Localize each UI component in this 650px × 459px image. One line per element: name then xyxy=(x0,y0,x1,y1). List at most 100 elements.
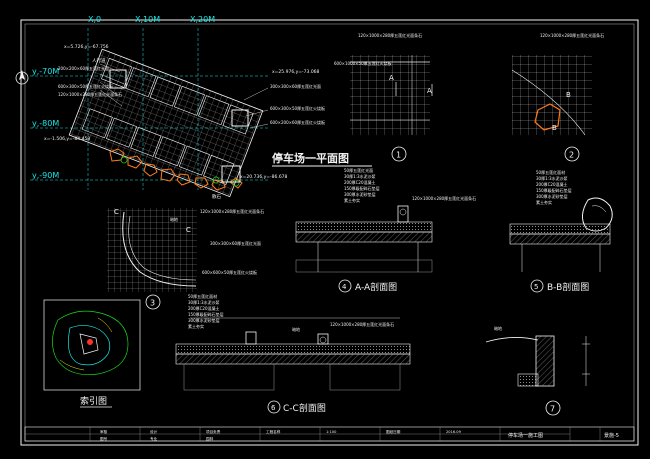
detail-note: 600×600×50厚五莲红火烧板 xyxy=(202,269,257,275)
stone-outline xyxy=(534,103,561,131)
section-title: C-C剖面图 xyxy=(283,402,326,414)
section-letter: C xyxy=(114,208,119,216)
svg-text:项目负责: 项目负责 xyxy=(206,429,221,434)
retaining-wall xyxy=(535,335,555,387)
plan-note: 120×1000×280厚五莲红光面条石 xyxy=(58,91,122,97)
detail-note: 120×1000×280厚五莲红光面条石 xyxy=(412,195,476,201)
svg-text:200厚C20混凝土: 200厚C20混凝土 xyxy=(536,181,568,187)
section-number-circle xyxy=(338,279,352,293)
index-map-title: 索引图 xyxy=(80,395,107,407)
sheet-frame xyxy=(20,19,639,446)
section-number-circle xyxy=(267,400,281,414)
detail-2: B B 120×1000×280厚五莲红光面条石 2 xyxy=(511,32,604,162)
svg-text:图纸日期: 图纸日期 xyxy=(386,429,401,434)
layer-notes: 50厚五莲红面材 30厚1:3水泥沙浆 200厚C20混凝土 150厚级配碎石垫… xyxy=(536,169,572,205)
section-letter: B xyxy=(566,91,571,99)
section-c-c: 50厚五莲红面材 30厚1:3水泥沙浆 200厚C20混凝土 150厚级配碎石垫… xyxy=(175,293,411,414)
svg-text:50厚五莲红光面: 50厚五莲红光面 xyxy=(344,167,373,173)
svg-text:150厚级配碎石垫层: 150厚级配碎石垫层 xyxy=(344,185,380,191)
svg-text:30厚1:3水泥沙浆: 30厚1:3水泥沙浆 xyxy=(536,175,568,181)
parking-stalls-row-top xyxy=(101,57,254,135)
detail-callout-box xyxy=(231,109,249,127)
parking-plan: X,0 X,10M X,20M y,-70M y,-80M y,-90M xyxy=(15,15,325,200)
coordinate-label: x=-1.506,y=-84.458 xyxy=(44,136,90,142)
section-number-circle xyxy=(530,279,544,293)
svg-text:300厚水泥砂垫层: 300厚水泥砂垫层 xyxy=(188,317,220,323)
detail-callout-box xyxy=(221,165,241,183)
layer-notes: 50厚五莲红面材 30厚1:3水泥沙浆 200厚C20混凝土 150厚级配碎石垫… xyxy=(188,293,224,329)
detail-note: 300×300×60厚五莲红光面 xyxy=(210,240,261,246)
section-letter: B xyxy=(552,124,557,132)
svg-text:园林: 园林 xyxy=(206,436,214,441)
svg-text:200厚C20混凝土: 200厚C20混凝土 xyxy=(344,179,376,185)
svg-text:50厚五莲红面材: 50厚五莲红面材 xyxy=(536,169,565,175)
svg-text:素土夯实: 素土夯实 xyxy=(188,323,204,329)
sheet-name: 停车场一施工图 xyxy=(508,432,543,439)
svg-text:图号: 图号 xyxy=(100,436,108,441)
axis-x-label: X,10M xyxy=(135,15,160,24)
detail-label: 暗地 xyxy=(292,326,300,332)
sheet-number: 景施-5 xyxy=(604,432,619,439)
section-letter: C xyxy=(186,226,191,234)
detail-note: 120×1000×280厚五莲红光面条石 xyxy=(200,208,264,214)
svg-text:设计: 设计 xyxy=(150,429,158,434)
detail-number: 1 xyxy=(396,151,401,160)
section-letter: A xyxy=(427,87,432,95)
coordinate-label: x=25.976,y=-73.068 xyxy=(272,69,320,75)
svg-text:50厚五莲红面材: 50厚五莲红面材 xyxy=(188,293,217,299)
detail-note: 120×1000×280厚五莲红光面条石 xyxy=(540,32,604,38)
svg-text:素土夯实: 素土夯实 xyxy=(344,197,360,203)
detail-number: 7 xyxy=(550,405,555,414)
detail-number-circle xyxy=(391,146,407,162)
curb-stone xyxy=(245,331,257,345)
north-arrow-icon xyxy=(15,70,29,85)
svg-text:150厚级配碎石垫层: 150厚级配碎石垫层 xyxy=(536,187,572,193)
svg-text:30厚1:3水泥沙浆: 30厚1:3水泥沙浆 xyxy=(188,299,220,305)
svg-text:300厚水泥砂垫层: 300厚水泥砂垫层 xyxy=(344,191,376,197)
plan-leader-lines xyxy=(99,63,269,129)
detail-note: 120×1000×280厚五莲红光面条石 xyxy=(330,321,394,327)
svg-text:200厚C20混凝土: 200厚C20混凝土 xyxy=(188,305,220,311)
detail-1: A A 120×1000×280厚五莲红光面条石 600×1000×50厚五莲红… xyxy=(334,32,433,162)
plaza-paving xyxy=(68,48,264,198)
axis-y-label: y,-90M xyxy=(32,171,59,180)
detail-label: 暗地 xyxy=(170,216,178,222)
detail-3: C C 暗地 120×1000×280厚五莲红光面条石 300×300×60厚五… xyxy=(107,208,264,310)
plan-note: 200×200×60厚五莲红光面 xyxy=(58,65,109,71)
title-block: 审核 设计 项目负责 工程名称 1:100 图纸日期 2016.09 图号 专业… xyxy=(24,426,635,442)
svg-text:工程名称: 工程名称 xyxy=(266,429,281,434)
plan-note: 600×300×50厚五莲红火烧板 xyxy=(58,83,113,89)
detail-note: 600×1000×50厚五莲红火烧板 xyxy=(334,60,392,66)
detail-number: 3 xyxy=(150,299,155,308)
plan-note: 600×200×60厚五莲红火烧板 xyxy=(270,119,325,125)
axis-y-label: y,-70M xyxy=(32,67,59,76)
detail-number-circle xyxy=(145,294,161,310)
detail-callout-box xyxy=(109,69,127,89)
section-number: 6 xyxy=(271,404,276,412)
svg-text:300厚水泥砂垫层: 300厚水泥砂垫层 xyxy=(536,193,568,199)
detail-number-circle xyxy=(545,400,561,416)
axis-y-label: y,-80M xyxy=(32,119,59,128)
index-map: 索引图 xyxy=(43,299,141,408)
boulder-outline xyxy=(582,197,613,232)
svg-text:150厚级配碎石垫层: 150厚级配碎石垫层 xyxy=(188,311,224,317)
detail-note: 120×1000×280厚五莲红光面条石 xyxy=(358,32,422,38)
section-number: 5 xyxy=(534,283,538,291)
plan-label: 散石 xyxy=(212,193,221,200)
section-a-a: 50厚五莲红光面 30厚1:3水泥沙浆 200厚C20混凝土 150厚级配碎石垫… xyxy=(295,167,476,293)
svg-text:审核: 审核 xyxy=(100,429,108,434)
location-marker-icon xyxy=(87,339,93,345)
section-number: 4 xyxy=(342,283,347,291)
axis-x-label: X,20M xyxy=(190,15,215,24)
layer-notes: 50厚五莲红光面 30厚1:3水泥沙浆 200厚C20混凝土 150厚级配碎石垫… xyxy=(344,167,380,203)
detail-number-circle xyxy=(564,146,580,162)
section-b-b: 50厚五莲红面材 30厚1:3水泥沙浆 200厚C20混凝土 150厚级配碎石垫… xyxy=(509,169,613,293)
svg-text:专业: 专业 xyxy=(150,436,158,441)
detail-number: 2 xyxy=(569,151,574,160)
plan-label: 人行道 xyxy=(92,57,106,64)
curb-stone xyxy=(317,333,329,345)
svg-text:30厚1:3水泥沙浆: 30厚1:3水泥沙浆 xyxy=(344,173,376,179)
curb-stone xyxy=(397,205,409,223)
